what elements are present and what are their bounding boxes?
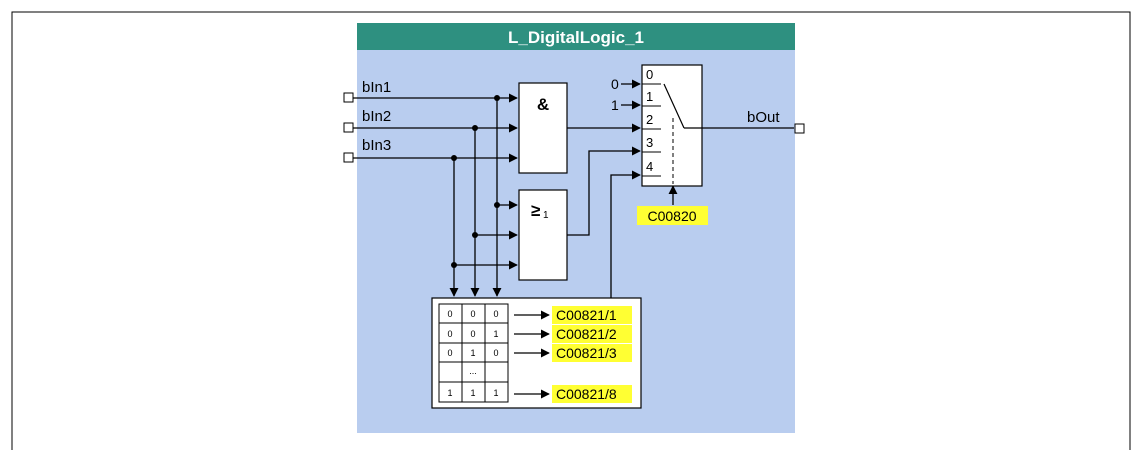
input-label-bin1: bIn1 [362, 79, 391, 96]
input-terminal-bin1[interactable] [343, 92, 354, 103]
tt-cell: 0 [447, 329, 452, 339]
selector-pos-0: 0 [646, 67, 653, 82]
wiring [353, 79, 794, 298]
or-gate-symbol: ≥ [531, 201, 540, 220]
tt-cell-ellipsis: ... [469, 366, 477, 376]
tt-cell: 0 [470, 329, 475, 339]
tt-cell: 0 [493, 309, 498, 319]
truth-table-arrows [514, 310, 550, 399]
tt-cell: 1 [447, 388, 452, 398]
selector-pos-4: 4 [646, 159, 653, 174]
selector-position-lines [642, 83, 661, 177]
input-terminal-bin3[interactable] [343, 152, 354, 163]
selector-code-highlight [637, 206, 708, 225]
const-input-0: 0 [611, 76, 619, 92]
junction-dots [451, 95, 500, 268]
input-terminal-bin2[interactable] [343, 122, 354, 133]
tt-cell: 1 [470, 388, 475, 398]
selector-pos-1: 1 [646, 89, 653, 104]
input-label-bin2: bIn2 [362, 108, 391, 125]
and-gate[interactable] [518, 82, 568, 174]
selector-pos-3: 3 [646, 135, 653, 150]
tt-cell: 1 [493, 329, 498, 339]
selector-switch[interactable] [641, 64, 703, 187]
block-header [357, 23, 795, 50]
tt-cell: 1 [493, 388, 498, 398]
code-c00821-8[interactable]: C00821/8 [556, 386, 617, 402]
code-highlight [552, 385, 632, 403]
code-highlight [552, 344, 632, 362]
tt-cell: 0 [470, 309, 475, 319]
tt-cell: 0 [447, 309, 452, 319]
code-c00821-1[interactable]: C00821/1 [556, 307, 617, 323]
output-terminal-bout[interactable] [794, 123, 805, 134]
and-gate-symbol: & [537, 95, 549, 114]
const-input-1: 1 [611, 97, 619, 113]
selector-code[interactable]: C00820 [647, 208, 696, 224]
truth-table-grid [438, 303, 509, 403]
tt-cell: 0 [493, 348, 498, 358]
or-gate-subscript: 1 [543, 210, 549, 221]
selector-pos-2: 2 [646, 112, 653, 127]
tt-cell: 0 [447, 348, 452, 358]
page-frame [11, 11, 1131, 450]
selector-contact [663, 83, 685, 129]
truth-table-gridlines [439, 304, 508, 402]
or-gate[interactable] [518, 189, 568, 281]
block-title: L_DigitalLogic_1 [508, 28, 644, 47]
code-c00821-2[interactable]: C00821/2 [556, 326, 617, 342]
output-label: bOut [747, 109, 780, 126]
code-c00821-3[interactable]: C00821/3 [556, 345, 617, 361]
input-label-bin3: bIn3 [362, 137, 391, 154]
code-highlight [552, 306, 632, 324]
tt-cell: 1 [470, 348, 475, 358]
code-highlight [552, 325, 632, 343]
